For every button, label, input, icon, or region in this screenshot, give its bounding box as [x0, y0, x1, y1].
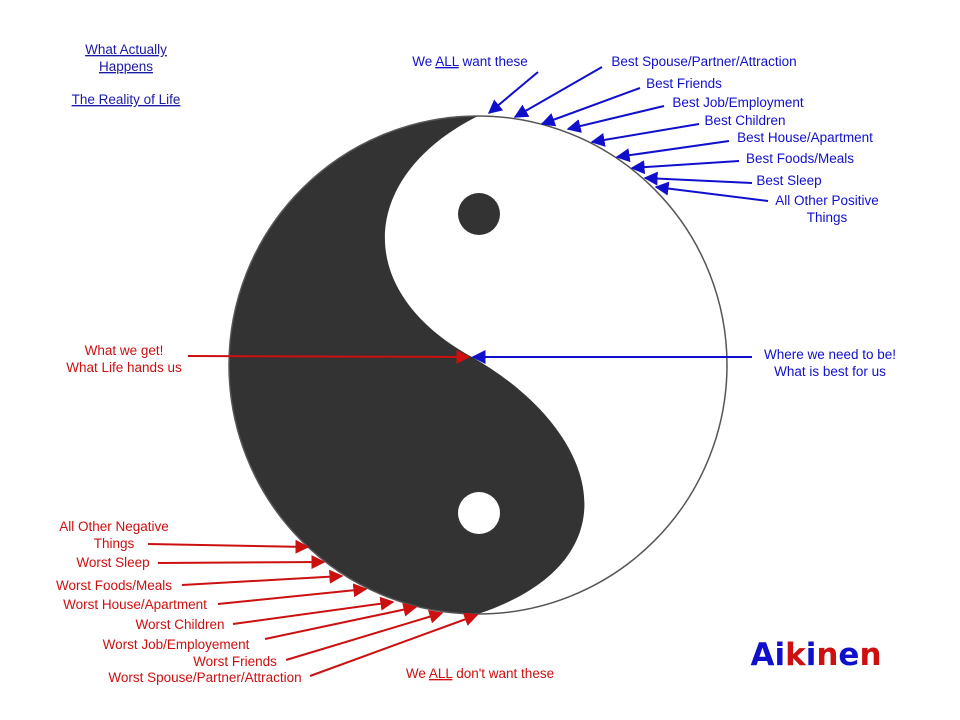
left-note-line2: What Life hands us	[66, 360, 182, 375]
best-arrow	[643, 171, 753, 186]
worst-arrow	[147, 539, 310, 554]
worst-label: Worst Spouse/Partner/Attraction	[108, 670, 301, 685]
bottom-heading: We ALL don't want these	[406, 666, 554, 681]
best-label: Best Job/Employment	[672, 95, 804, 110]
worst-arrow	[232, 596, 395, 625]
best-labels: Best Spouse/Partner/Attraction Best Frie…	[611, 54, 878, 225]
worst-arrow	[309, 612, 479, 677]
right-note-line2: What is best for us	[774, 364, 886, 379]
worst-arrow	[264, 602, 418, 640]
worst-arrow	[181, 569, 344, 586]
best-arrow	[566, 105, 665, 133]
logo-letters: e	[838, 637, 859, 673]
dark-dot	[458, 193, 500, 235]
best-label: Best Friends	[646, 76, 722, 91]
best-label: Best Spouse/Partner/Attraction	[611, 54, 796, 69]
best-label: Things	[807, 210, 848, 225]
logo-letters: k	[785, 637, 807, 673]
best-arrow	[590, 123, 700, 147]
right-note-line1: Where we need to be!	[764, 347, 896, 362]
what-actually-link[interactable]: What Actually	[85, 42, 167, 57]
best-label: Best Children	[704, 113, 785, 128]
best-arrow	[540, 87, 641, 127]
worst-label: Worst Sleep	[76, 555, 149, 570]
left-note-line1: What we get!	[85, 343, 164, 358]
yin-half	[229, 116, 585, 614]
left-note-arrow	[187, 349, 471, 364]
worst-label: Worst Foods/Meals	[56, 578, 172, 593]
best-arrow	[630, 160, 740, 175]
worst-arrow	[285, 609, 444, 661]
yin-yang-symbol	[228, 115, 728, 615]
light-dot	[458, 492, 500, 534]
worst-label: Worst Friends	[193, 654, 277, 669]
worst-arrows	[147, 539, 479, 677]
worst-arrow	[157, 555, 326, 570]
logo-letters: n	[816, 637, 838, 673]
worst-label: Worst Job/Employement	[103, 637, 250, 652]
worst-label: Worst House/Apartment	[63, 597, 207, 612]
logo-letters: Ai	[750, 637, 785, 673]
best-label: Best House/Apartment	[737, 130, 873, 145]
best-label: All Other Positive	[775, 193, 879, 208]
best-arrow	[654, 181, 769, 202]
reality-of-life-link[interactable]: The Reality of Life	[72, 92, 181, 107]
worst-label: Worst Children	[135, 617, 224, 632]
best-arrow	[513, 66, 603, 118]
best-arrow	[615, 140, 730, 163]
best-arrow	[487, 71, 539, 114]
aikinen-logo: Aikinen	[750, 637, 881, 673]
best-label: Best Foods/Meals	[746, 151, 854, 166]
worst-label: All Other Negative	[59, 519, 169, 534]
logo-letters: n	[859, 637, 881, 673]
worst-label: Things	[94, 536, 135, 551]
worst-arrow	[217, 583, 368, 605]
best-label: Best Sleep	[756, 173, 821, 188]
top-heading: We ALL want these	[412, 54, 528, 69]
logo-letters: i	[806, 637, 817, 673]
best-arrows	[487, 66, 769, 202]
worst-labels: All Other Negative Things Worst Sleep Wo…	[56, 519, 302, 685]
happens-link[interactable]: Happens	[99, 59, 153, 74]
